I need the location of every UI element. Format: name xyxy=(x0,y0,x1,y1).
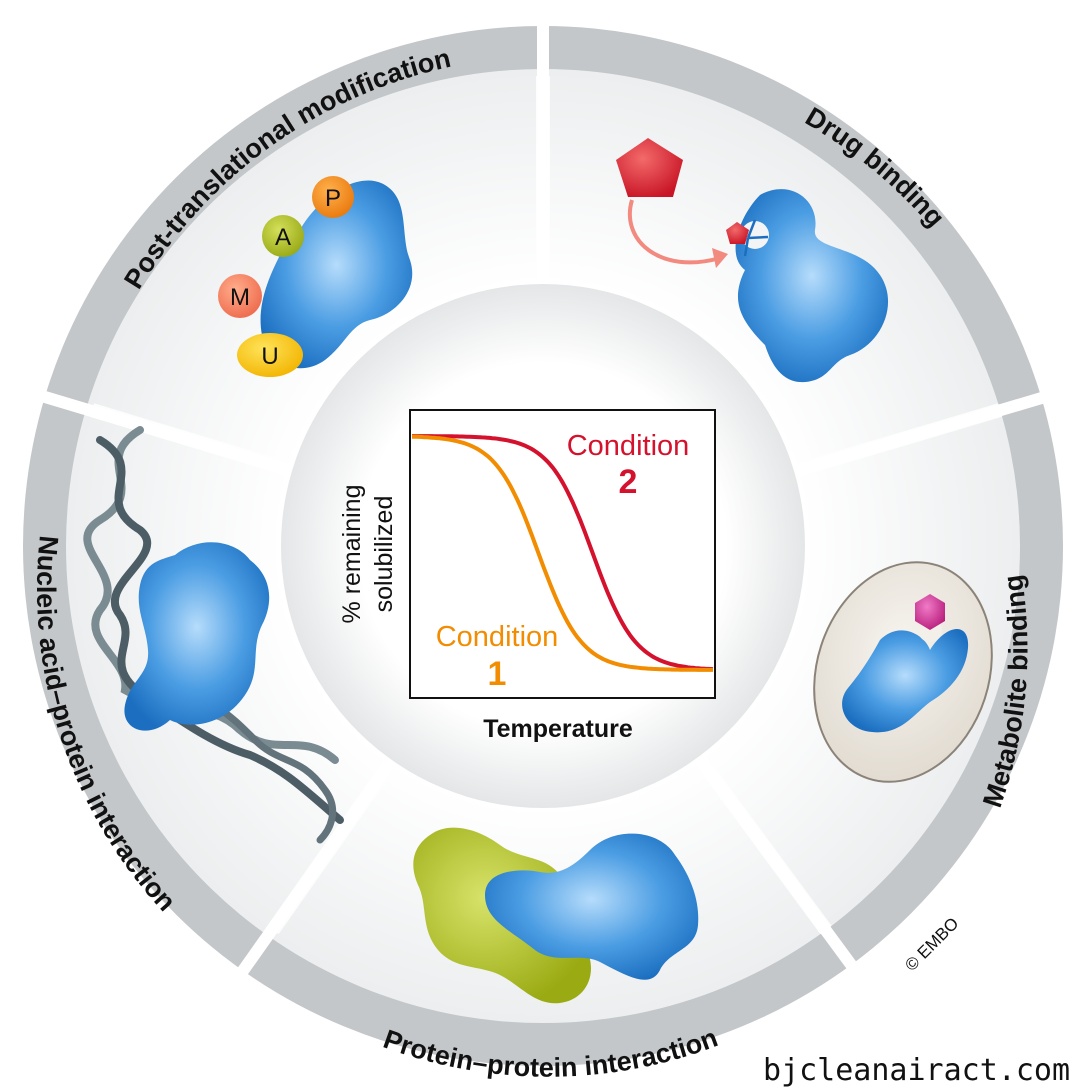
condition-2-label: Condition xyxy=(567,430,690,462)
protein-protein-illustration xyxy=(413,827,699,1004)
binding-arrow-head-icon xyxy=(712,248,728,268)
x-axis-label: Temperature xyxy=(483,715,633,743)
bound-drug-icon xyxy=(726,222,749,244)
y-axis-label-line-1: % remaining xyxy=(338,485,366,624)
curve-condition-1 xyxy=(412,434,713,672)
melting-curve-chart: Condition 2 Condition 1 % remaining solu… xyxy=(338,409,716,743)
methylation-badge xyxy=(218,274,262,318)
metabolite-molecule-icon xyxy=(915,594,945,630)
dna-strand-b xyxy=(96,436,344,824)
y-axis-label-line-2: solubilized xyxy=(370,496,398,613)
ptm-illustration: P A M U xyxy=(218,176,413,377)
copyright-notice: © EMBO xyxy=(901,914,962,975)
ptm-protein xyxy=(260,180,413,369)
partner-protein-blue xyxy=(485,833,699,980)
acetylation-badge xyxy=(262,215,304,257)
binding-arrow-shaft xyxy=(628,199,721,265)
metabolite-binding-illustration xyxy=(813,561,993,783)
metabolite-target-protein xyxy=(842,629,969,733)
methylation-letter: M xyxy=(230,284,250,311)
condition-1-number: 1 xyxy=(488,655,507,693)
condition-2-number: 2 xyxy=(619,463,638,501)
acetylation-letter: A xyxy=(275,224,291,251)
condition-1-label: Condition xyxy=(436,621,559,653)
curve-condition-2 xyxy=(412,434,714,672)
phosphorylation-badge xyxy=(312,176,354,218)
drug-binding-illustration xyxy=(616,138,889,383)
drug-target-protein xyxy=(735,189,889,383)
phosphorylation-letter: P xyxy=(325,185,341,212)
bond-lines xyxy=(743,219,769,257)
chart-plot-frame xyxy=(409,409,716,699)
drug-molecule-icon xyxy=(616,138,683,197)
nucleic-acid-binding-protein xyxy=(124,542,270,731)
ubiquitination-badge xyxy=(237,333,303,377)
ubiquitination-letter: U xyxy=(261,343,278,370)
watermark-text: bjcleanairact.com xyxy=(763,1053,1070,1088)
